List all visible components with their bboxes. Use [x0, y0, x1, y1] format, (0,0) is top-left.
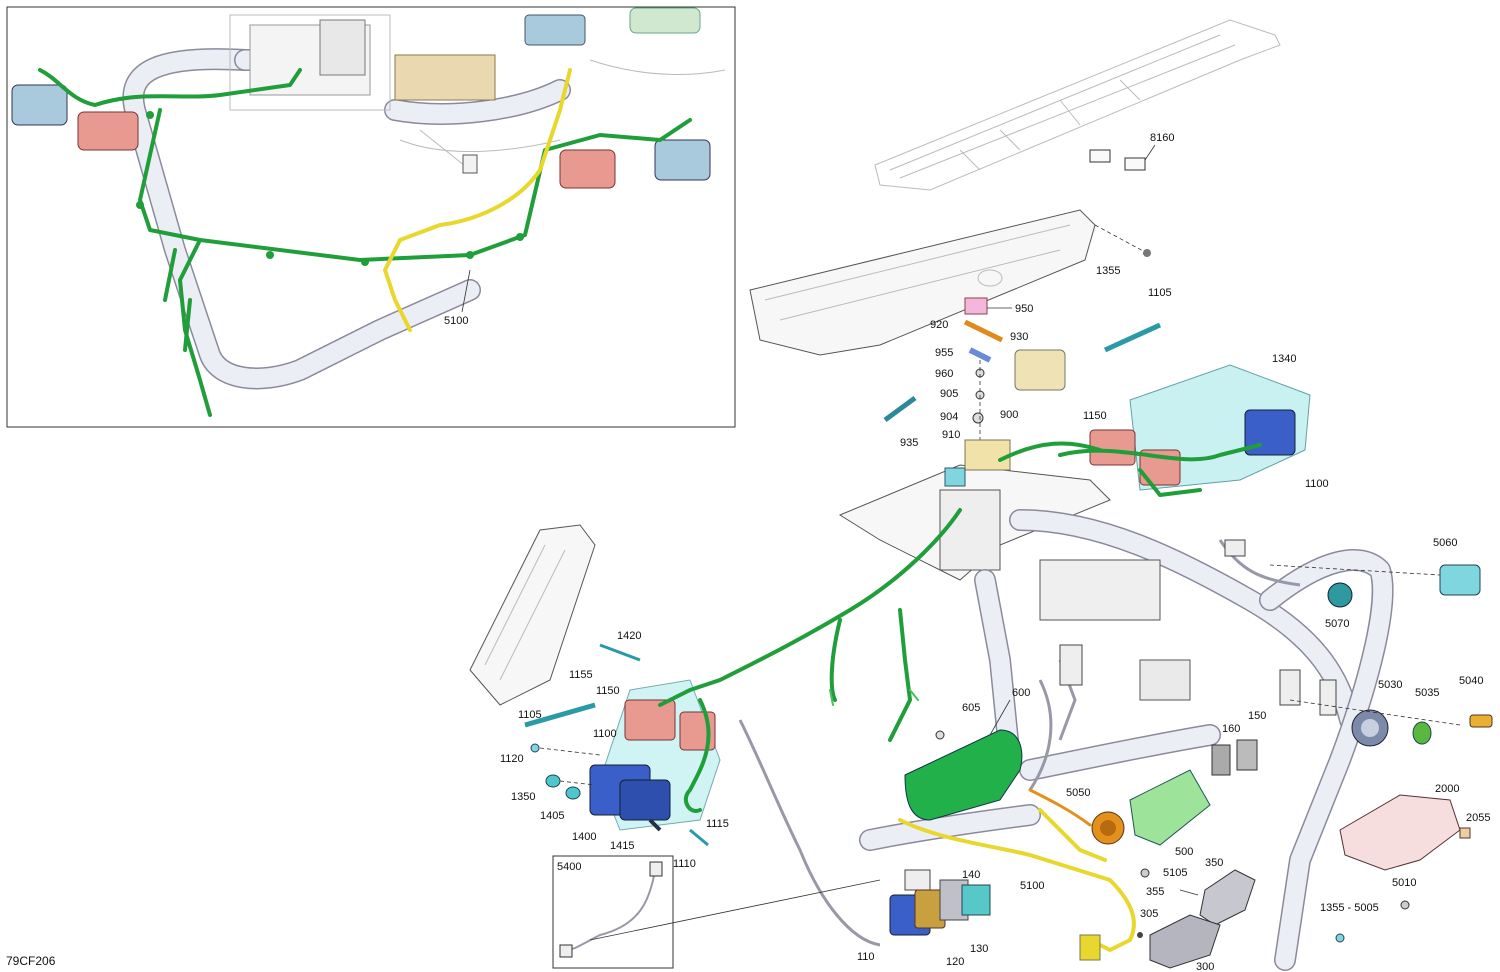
main-green-harness [658, 508, 962, 813]
callout-label: 1420 [617, 630, 641, 642]
callout-label: 5010 [1392, 877, 1416, 889]
callout-label: 5040 [1459, 675, 1483, 687]
callout-label: 355 [1146, 886, 1164, 898]
callout-label: 904 [940, 411, 958, 423]
callout-label: 150 [1248, 710, 1266, 722]
body-frame-ghost: 8160 [874, 19, 1281, 191]
diagram-code: 79CF206 [6, 954, 56, 968]
relay-stack: 950 920 930 955 960 905 904 900 935 910 [883, 297, 1066, 449]
wire-harness-lines [738, 539, 1337, 947]
callout-label: 1150 [1083, 410, 1107, 422]
callout-label: 5070 [1325, 618, 1349, 630]
cover-2000: 2000 2055 5010 1355 - 5005 [1320, 783, 1490, 943]
callout-label: 305 [1140, 908, 1158, 920]
callout-label: 2055 [1466, 812, 1490, 824]
callout-label: 605 [962, 702, 980, 714]
callout-label: 120 [946, 956, 964, 968]
callout-label: 5100 [444, 315, 468, 327]
callout-label: 8160 [1150, 132, 1174, 144]
callout-label: 955 [935, 347, 953, 359]
callout-label: 1105 [1148, 287, 1172, 299]
callout-label: 920 [930, 319, 948, 331]
dashboard-panel: 1355 [749, 209, 1151, 356]
switch-panel-600: 600 605 [904, 687, 1030, 821]
callout-label: 5050 [1066, 787, 1090, 799]
yellow-harness: 5100 [898, 808, 1136, 961]
callout-label: 1120 [500, 753, 524, 765]
callout-label: 2000 [1435, 783, 1459, 795]
callout-label: 1110 [673, 858, 696, 870]
callout-label: 1355 - 5005 [1320, 902, 1379, 914]
callout-label: 5035 [1415, 687, 1439, 699]
callout-label: 1350 [511, 791, 535, 803]
inset-5400: 5400 [552, 855, 881, 969]
callout-label: 1400 [572, 831, 596, 843]
callout-label: 960 [935, 368, 953, 380]
callout-label: 900 [1000, 409, 1018, 421]
callout-label: 350 [1205, 857, 1223, 869]
inset-view: 5100 [6, 6, 736, 428]
callout-label: 140 [962, 869, 980, 881]
callout-label: 5105 [1163, 867, 1187, 879]
callout-label: 1355 [1096, 265, 1120, 277]
callout-label: 5100 [1020, 880, 1044, 892]
callout-label: 1100 [593, 728, 617, 740]
callout-label: 600 [1012, 687, 1030, 699]
callout-label: 160 [1222, 723, 1240, 735]
callout-label: 1150 [596, 685, 620, 697]
callout-label: 500 [1175, 846, 1193, 858]
central-plate [838, 439, 1111, 581]
instrument-cluster [469, 524, 596, 706]
callout-label: 130 [970, 943, 988, 955]
callout-label: 1340 [1272, 353, 1296, 365]
lamp-parts: 350 300 5105 355 305 [1137, 857, 1256, 972]
callout-label: 930 [1010, 331, 1028, 343]
callout-label: 905 [940, 388, 958, 400]
callout-label: 935 [900, 437, 918, 449]
panel-500: 500 [1129, 769, 1211, 858]
callout-label: 950 [1015, 303, 1033, 315]
parts-5030-5040: 5030 5035 5040 [1289, 675, 1493, 747]
callout-label: 110 [857, 951, 875, 963]
callout-label: 1100 [1305, 478, 1329, 490]
callout-label: 1105 [518, 709, 542, 721]
callout-label: 1415 [610, 840, 634, 852]
bottom-connectors: 110 120 130 140 [857, 869, 991, 968]
callout-label: 5400 [557, 861, 581, 873]
socket-5050: 5050 [1028, 787, 1125, 845]
callout-label: 300 [1196, 961, 1214, 972]
callout-label: 1155 [569, 669, 593, 681]
callout-label: 1115 [706, 818, 729, 830]
callout-label: 5030 [1378, 679, 1402, 691]
callout-label: 5060 [1433, 537, 1457, 549]
callout-label: 1405 [540, 810, 564, 822]
parts-160-150: 160 150 [1211, 710, 1266, 776]
right-module-group: 1150 1340 1100 1105 [1058, 287, 1329, 497]
parts-5060-5070: 5070 5060 [1269, 537, 1481, 630]
callout-label: 910 [942, 429, 960, 441]
